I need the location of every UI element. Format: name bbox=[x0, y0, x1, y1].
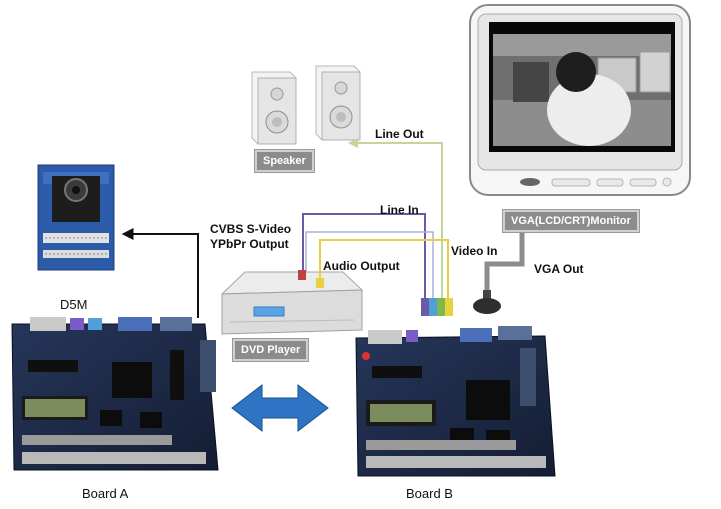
board-b-icon bbox=[355, 326, 556, 477]
line-out-cable bbox=[348, 138, 443, 302]
vga-out-cable bbox=[484, 230, 525, 292]
line-out-label: Line Out bbox=[375, 127, 424, 141]
speaker-label: Speaker bbox=[255, 150, 314, 172]
audio-output-cable bbox=[319, 239, 449, 302]
video-in-cable bbox=[305, 231, 434, 302]
line-in-cable bbox=[302, 213, 426, 302]
line-in-label: Line In bbox=[380, 203, 419, 217]
video-in-label: Video In bbox=[451, 244, 498, 258]
double-arrow-icon bbox=[231, 383, 329, 433]
dvd-player-label: DVD Player bbox=[233, 339, 309, 361]
vga-connector bbox=[473, 290, 501, 314]
d5m-label: D5M bbox=[60, 297, 88, 312]
dvd-player-icon bbox=[220, 271, 364, 335]
rca-connectors bbox=[298, 270, 453, 316]
audio-output-label: Audio Output bbox=[323, 259, 400, 273]
monitor-label: VGA(LCD/CRT)Monitor bbox=[503, 210, 639, 232]
monitor-icon bbox=[469, 4, 691, 196]
d5m-camera-icon bbox=[37, 164, 115, 271]
vga-out-label: VGA Out bbox=[534, 262, 584, 276]
board-a-label: Board A bbox=[82, 486, 129, 501]
speaker-icon bbox=[251, 65, 361, 145]
board-a-to-d5m-arrow bbox=[121, 228, 199, 318]
board-a-icon bbox=[11, 317, 219, 471]
cvbs-label-line1: CVBS S-Video bbox=[210, 222, 292, 236]
board-b-label: Board B bbox=[406, 486, 453, 501]
cvbs-label-line2: YPbPr Output bbox=[210, 237, 289, 251]
